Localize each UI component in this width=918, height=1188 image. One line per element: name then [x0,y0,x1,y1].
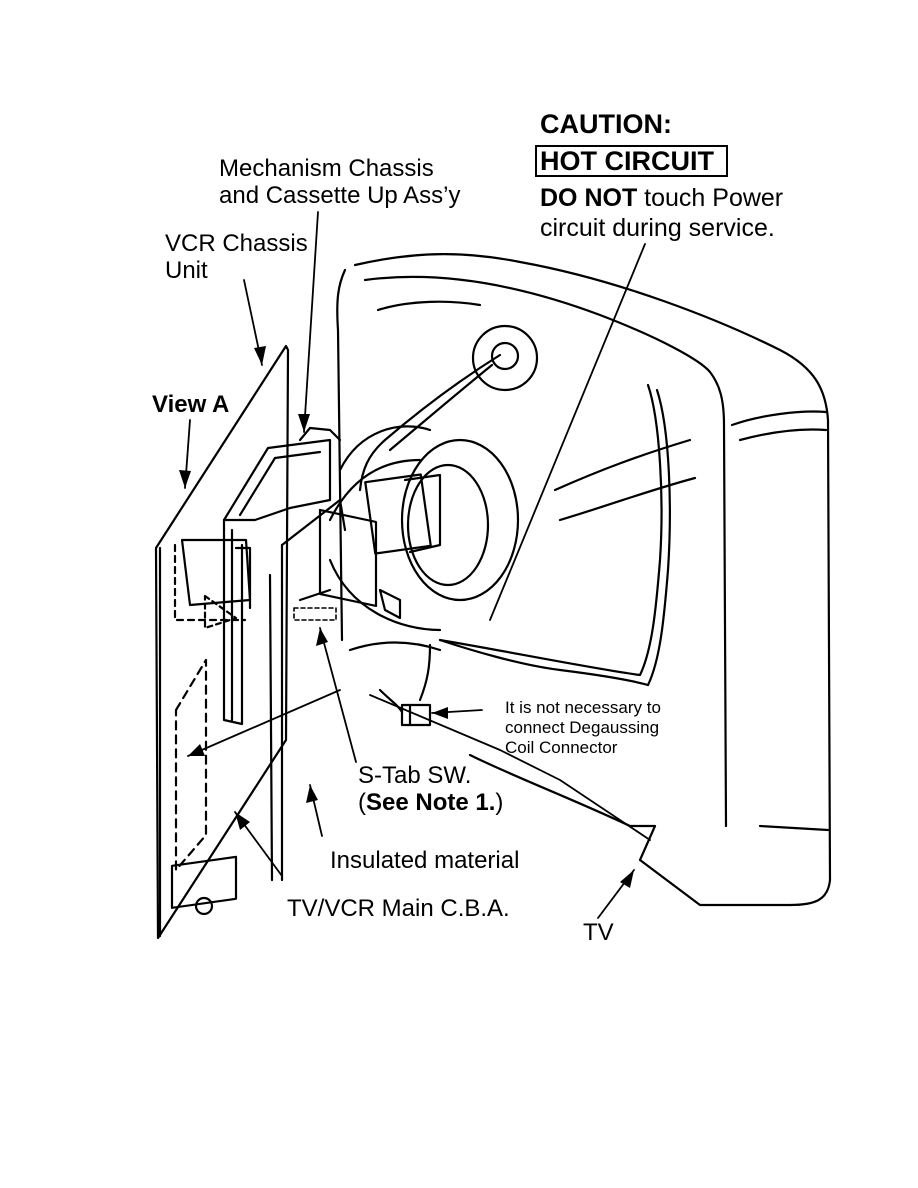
vcr-chassis-label-line2: Unit [165,257,208,284]
caution-line1: DO NOT touch Power [540,185,783,211]
crt-neck-assembly [318,324,539,652]
hot-circuit-box: HOT CIRCUIT [535,145,728,178]
see-note-open-paren: ( [358,789,366,816]
mechanism-chassis-label-line2: and Cassette Up Ass’y [219,182,461,209]
caution-line2: circuit during service. [540,214,775,242]
mechanism-chassis-label-line1: Mechanism Chassis [219,155,434,182]
insulated-material-label: Insulated material [330,847,520,874]
caution-title: CAUTION: [540,109,672,139]
vcr-chassis-unit [154,344,290,940]
view-a-label: View A [152,391,230,418]
degaussing-note-line1: It is not necessary to [505,698,661,717]
lead-wires [358,353,650,702]
leader-lines [184,211,651,919]
degaussing-note-line3: Coil Connector [505,738,618,757]
see-note-close-paren: ) [495,789,504,816]
caution-line1-rest: touch Power [637,184,784,212]
see-note-text: See Note 1. [366,789,496,816]
see-note-label: (See Note 1.) [358,790,503,815]
tv-cabinet [336,253,832,907]
do-not-text: DO NOT [540,184,638,212]
main-cba-label: TV/VCR Main C.B.A. [287,895,510,922]
main-cba-panel [170,498,347,916]
vcr-chassis-label-line1: VCR Chassis [165,230,308,257]
arrowheads [179,346,634,888]
degaussing-connector [378,688,432,727]
degaussing-note-line2: connect Degaussing [505,718,660,737]
s-tab-sw-label: S-Tab SW. [358,762,472,789]
tv-label: TV [583,919,614,946]
